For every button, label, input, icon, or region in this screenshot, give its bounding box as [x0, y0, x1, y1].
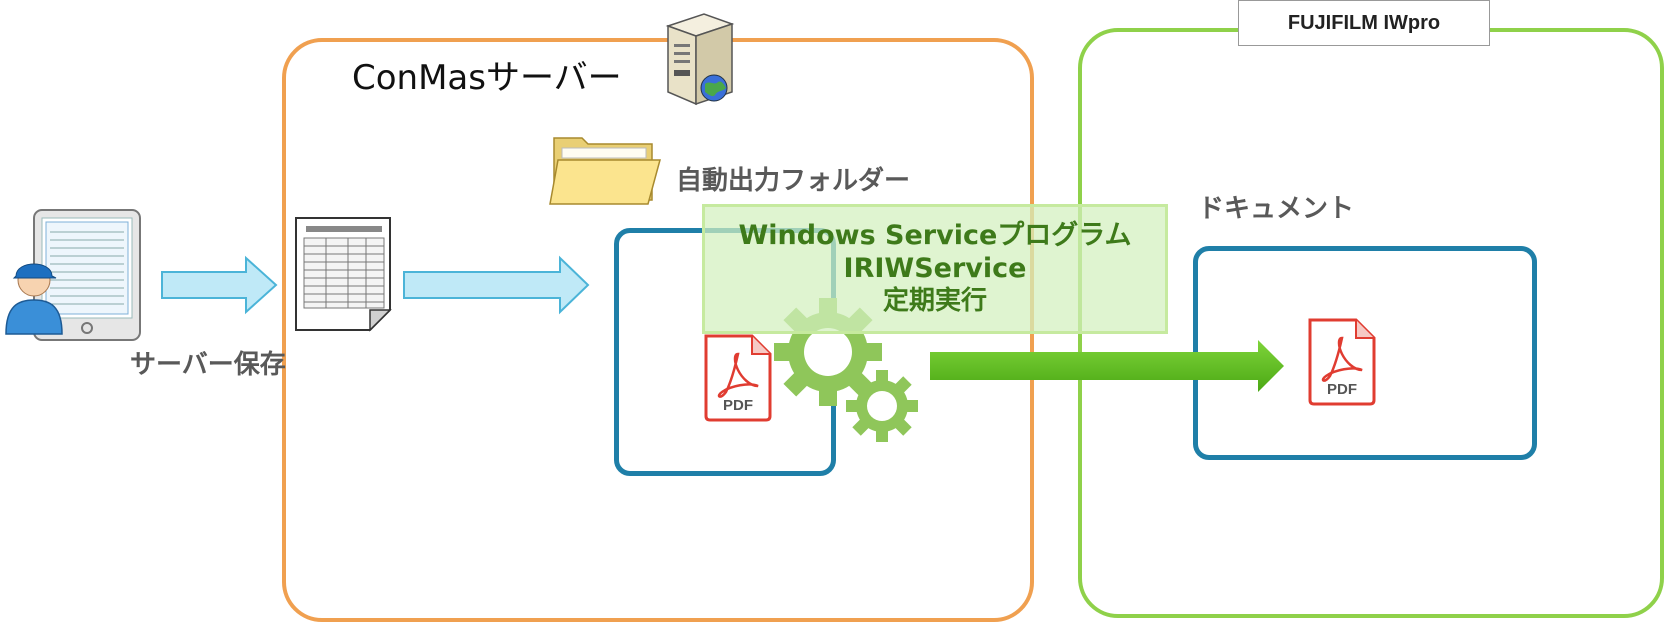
pdf-label-right: PDF: [1327, 381, 1357, 398]
pdf-label-left: PDF: [723, 397, 753, 414]
service-line-3: 定期実行: [883, 286, 987, 318]
pdf-icon: PDF: [1304, 316, 1378, 406]
form-document-icon: [292, 214, 396, 334]
conmas-server-title: ConMasサーバー: [352, 50, 622, 99]
folder-icon: [548, 130, 664, 210]
arrow-right-icon: [160, 254, 280, 316]
server-icon: [660, 8, 740, 108]
iwpro-title: FUJIFILM IWpro: [1238, 0, 1490, 46]
server-save-label: サーバー保存: [130, 344, 286, 381]
tablet-icon: [4, 206, 144, 346]
windows-service-box: Windows Serviceプログラム IRIWService 定期実行: [702, 204, 1168, 334]
service-line-2: IRIWService: [844, 253, 1027, 286]
auto-output-folder-label: 自動出力フォルダー: [676, 160, 910, 197]
service-line-1: Windows Serviceプログラム: [739, 220, 1132, 253]
globe-icon: [701, 75, 727, 101]
transfer-arrow-icon: [928, 338, 1286, 394]
document-label: ドキュメント: [1198, 188, 1354, 225]
arrow-right-icon: [402, 254, 592, 316]
pdf-icon: PDF: [700, 332, 774, 422]
